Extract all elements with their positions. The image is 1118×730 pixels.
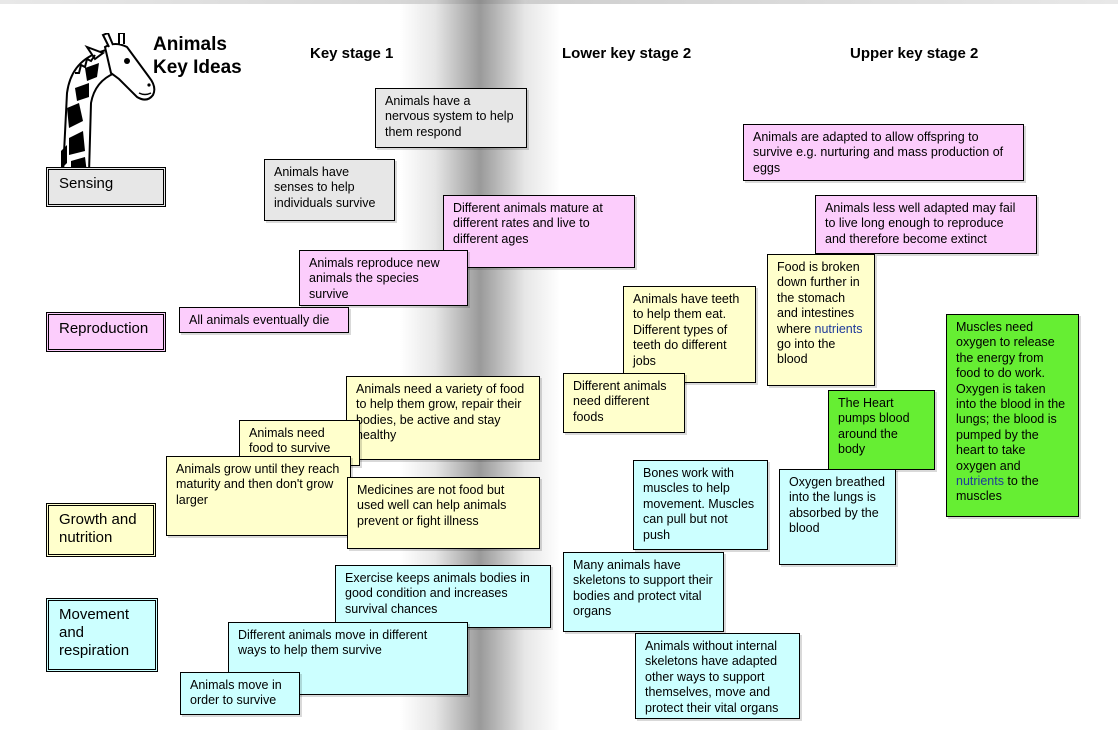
box-grow-maturity: Animals grow until they reach maturity a… (166, 456, 351, 536)
box-nervous-system: Animals have a nervous system to help th… (375, 88, 527, 148)
page-title: Animals Key Ideas (153, 33, 242, 79)
category-reproduction: Reproduction (46, 312, 166, 352)
box-reproduce: Animals reproduce new animals the specie… (299, 250, 468, 306)
box-senses: Animals have senses to help individuals … (264, 159, 395, 221)
muscles-text-nutrients: nutrients (956, 474, 1004, 489)
box-mature-rates: Different animals mature at different ra… (443, 195, 635, 268)
stage-heading-lks2: Lower key stage 2 (562, 45, 692, 62)
box-no-skeleton: Animals without internal skeletons have … (635, 633, 800, 719)
category-movement-and-respiration: Movement and respiration (46, 598, 158, 672)
box-exercise: Exercise keeps animals bodies in good co… (335, 565, 551, 628)
box-skeletons: Many animals have skeletons to support t… (563, 552, 724, 632)
box-variety-food: Animals need a variety of food to help t… (346, 376, 540, 460)
box-food-broken-down: Food is broken down further in the stoma… (767, 254, 875, 386)
stage-heading-uks2: Upper key stage 2 (850, 45, 979, 62)
box-eventually-die: All animals eventually die (179, 307, 349, 333)
box-offspring-adapted: Animals are adapted to allow offspring t… (743, 124, 1024, 181)
food-text-before: Food is broken down further in the stoma… (777, 260, 860, 336)
muscles-text-before: Muscles need oxygen to release the energ… (956, 320, 1066, 473)
stage-heading-ks1: Key stage 1 (310, 45, 394, 62)
box-muscles-oxygen: Muscles need oxygen to release the energ… (946, 314, 1079, 517)
category-growth-and-nutrition: Growth and nutrition (46, 503, 156, 557)
box-medicines: Medicines are not food but used well can… (347, 477, 540, 549)
food-text-nutrients: nutrients (814, 321, 863, 336)
title-line-1: Animals (153, 34, 227, 55)
muscles-text-after: to the muscles (956, 474, 1039, 504)
box-teeth: Animals have teeth to help them eat. Dif… (623, 286, 756, 383)
box-move-survive: Animals move in order to survive (180, 672, 300, 715)
box-different-foods: Different animals need different foods (563, 373, 685, 433)
box-oxygen-lungs: Oxygen breathed into the lungs is absorb… (779, 469, 896, 565)
category-sensing: Sensing (46, 167, 166, 207)
food-text-after: go into the blood (777, 337, 836, 367)
box-bones-muscles: Bones work with muscles to help movement… (633, 460, 768, 550)
box-heart: The Heart pumps blood around the body (828, 390, 935, 470)
box-less-adapted: Animals less well adapted may fail to li… (815, 195, 1037, 254)
title-line-2: Key Ideas (153, 57, 242, 78)
giraffe-icon (61, 33, 156, 173)
